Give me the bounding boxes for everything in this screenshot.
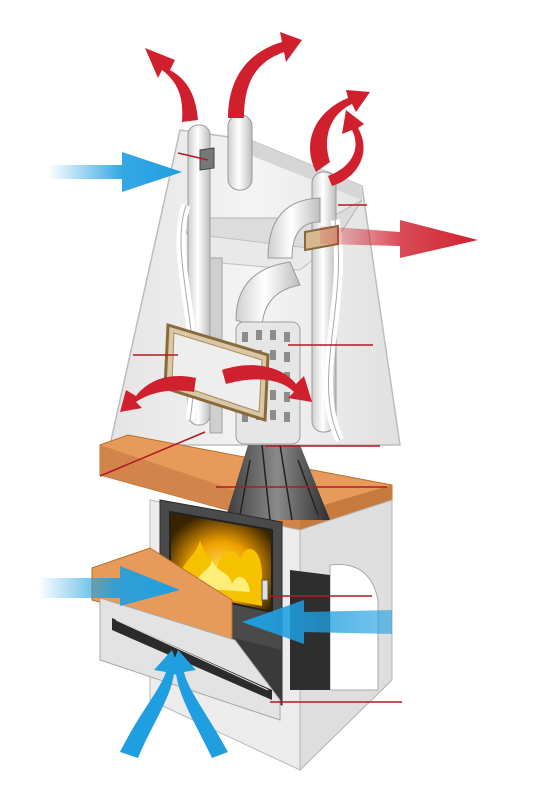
- hot-air-arrow-icon: [328, 110, 364, 186]
- leader-lines: [99, 152, 402, 703]
- hot-air-arrow-icon: [222, 365, 312, 402]
- cold-air-arrow-icon: [120, 650, 182, 758]
- smoke-collector-cone: [225, 444, 330, 521]
- hot-air-arrow-icon: [320, 220, 478, 258]
- hot-air-arrows: [120, 32, 478, 412]
- cold-air-arrow-icon: [38, 566, 180, 606]
- vent-grille-icon: [163, 147, 339, 423]
- leader-line: [177, 152, 209, 161]
- cold-air-arrow-icon: [242, 600, 392, 644]
- cold-air-arrow-icon: [168, 650, 228, 758]
- hot-air-arrow-icon: [145, 48, 198, 122]
- cold-air-arrow-icon: [48, 152, 182, 192]
- leader-line: [99, 431, 206, 477]
- hot-air-arrow-icon: [120, 376, 196, 412]
- cold-air-arrows: [38, 152, 392, 758]
- hot-air-arrow-icon: [228, 32, 302, 118]
- hot-air-arrow-icon: [310, 90, 370, 172]
